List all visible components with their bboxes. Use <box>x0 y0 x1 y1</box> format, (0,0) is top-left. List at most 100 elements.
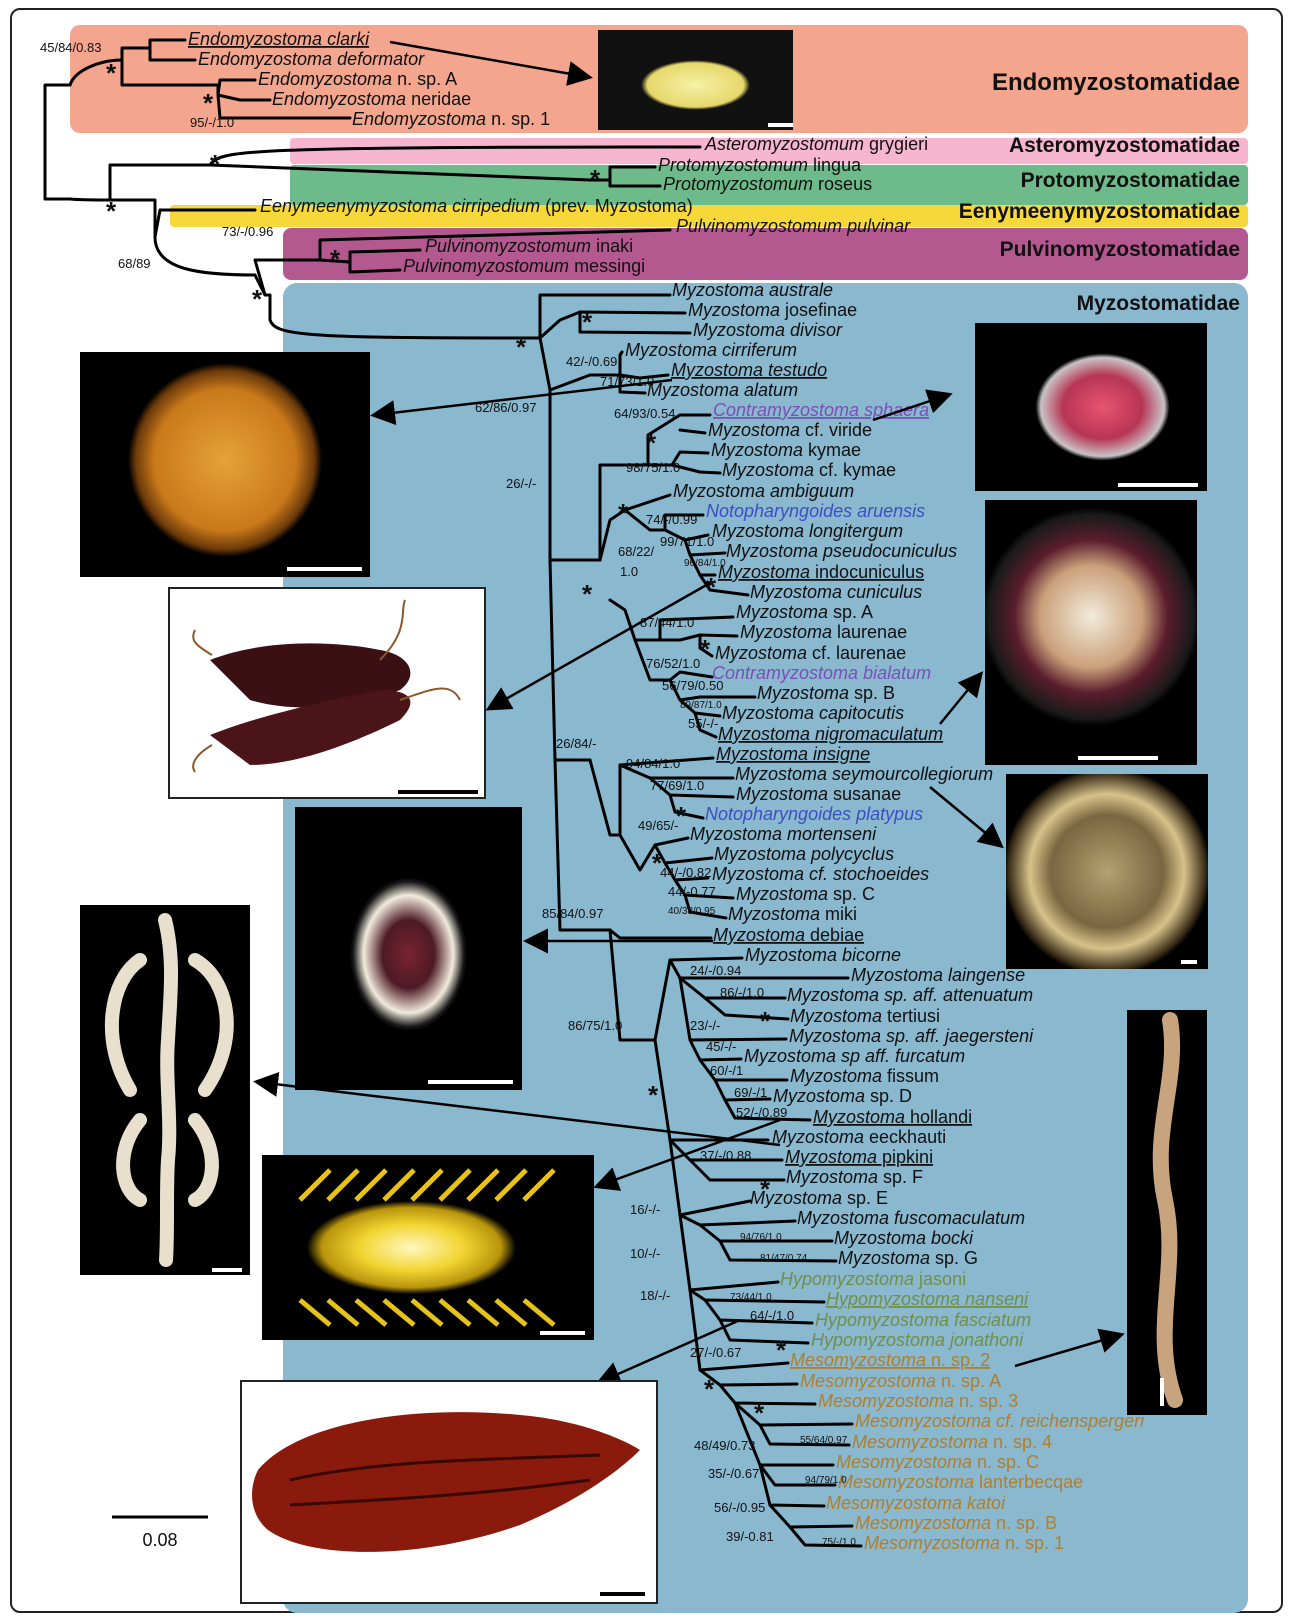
support-value: 45/84/0.83 <box>40 40 101 55</box>
support-value: 96/84/1.0 <box>684 558 726 569</box>
taxon-label: Myzostoma sp. B <box>757 683 895 703</box>
taxon-label: Myzostoma laingense <box>851 965 1025 985</box>
taxon-label: Myzostoma indocuniculus <box>718 562 924 582</box>
strong-support-asterisk: * <box>590 164 601 194</box>
strong-support-asterisk: * <box>652 848 663 878</box>
taxon-label: Myzostoma cirriferum <box>625 340 797 360</box>
support-value: 76/52/1.0 <box>646 656 700 671</box>
taxon-label: Mesomyzostoma lanterbecqae <box>838 1472 1083 1492</box>
strong-support-asterisk: * <box>106 196 117 226</box>
taxon-label: Endomyzostoma n. sp. 1 <box>352 109 550 129</box>
family-label: Myzostomatidae <box>1077 292 1240 315</box>
photo-myzostoma-debiae <box>295 807 522 1090</box>
photo-myzostoma-pipkini <box>80 905 250 1275</box>
support-value: 55/64/0.97 <box>800 1435 848 1446</box>
support-value: 68/89 <box>118 256 151 271</box>
strong-support-asterisk: * <box>754 1398 765 1428</box>
taxon-label: Protomyzostomum lingua <box>658 155 862 175</box>
taxon-label: Myzostoma fissum <box>790 1066 939 1086</box>
strong-support-asterisk: * <box>760 1174 771 1204</box>
tree-branch <box>45 142 70 199</box>
support-value: 37/-/0.88 <box>700 1148 751 1163</box>
strong-support-asterisk: * <box>776 1335 787 1365</box>
support-value: 77/69/1.0 <box>650 778 704 793</box>
taxon-label: Myzostoma cuniculus <box>750 582 922 602</box>
support-value: 99/71/1.0 <box>660 534 714 549</box>
strong-support-asterisk: * <box>760 1006 771 1036</box>
support-value: 81/47/0.74 <box>760 1253 808 1264</box>
strong-support-asterisk: * <box>704 1374 715 1404</box>
support-value: 52/-/0.89 <box>736 1105 787 1120</box>
taxon-label: Notopharyngoides platypus <box>705 804 923 824</box>
taxon-label: Myzostoma sp. aff. jaegersteni <box>789 1026 1034 1046</box>
strong-support-asterisk: * <box>582 579 593 609</box>
taxon-label: Myzostoma cf. laurenae <box>715 643 906 663</box>
photo-myzostoma-indocuniculus <box>168 587 486 799</box>
support-value: 56/79/0.50 <box>662 678 723 693</box>
support-value: 73/44/1.0 <box>730 1292 772 1303</box>
photo-contramyzostoma-sphaera <box>975 323 1207 491</box>
taxon-label: Myzostoma hollandi <box>813 1107 972 1127</box>
taxon-label: Myzostoma ambiguum <box>673 481 854 501</box>
strong-support-asterisk: * <box>582 307 593 337</box>
taxon-label: Myzostoma sp. A <box>736 602 873 622</box>
support-value: 55/-/- <box>688 716 718 731</box>
taxon-label: Mesomyzostoma n. sp. A <box>800 1371 1001 1391</box>
strong-support-asterisk: * <box>330 244 341 274</box>
taxon-label: Myzostoma cf. viride <box>708 420 872 440</box>
photo-hypomyzostoma-nanseni <box>240 1380 658 1604</box>
taxon-label: Asteromyzostomum grygieri <box>704 134 928 154</box>
strong-support-asterisk: * <box>252 284 263 314</box>
support-value: 44/-/0.82 <box>660 865 711 880</box>
support-value: 27/-/0.67 <box>690 1345 741 1360</box>
taxon-label: Myzostoma mortenseni <box>690 824 877 844</box>
taxon-label: Mesomyzostoma cf. reichenspergeri <box>855 1411 1145 1431</box>
taxon-label: Notopharyngoides aruensis <box>706 501 925 521</box>
taxon-label: Myzostoma sp aff. furcatum <box>744 1046 965 1066</box>
support-value: 48/49/0.73 <box>694 1438 755 1453</box>
support-value: 85/84/0.97 <box>542 906 603 921</box>
taxon-label: Mesomyzostoma n. sp. 1 <box>864 1533 1064 1553</box>
support-value: 64/-/1.0 <box>750 1308 794 1323</box>
support-value: 56/-/0.95 <box>714 1500 765 1515</box>
taxon-label: Myzostoma sp. D <box>773 1086 912 1106</box>
taxon-label: Myzostoma cf. kymae <box>722 460 896 480</box>
support-value: 16/-/- <box>630 1202 660 1217</box>
taxon-label: Myzostoma fuscomaculatum <box>797 1208 1025 1228</box>
taxon-label: Mesomyzostoma n. sp. 2 <box>790 1350 990 1370</box>
taxon-label: Myzostoma laurenae <box>740 622 907 642</box>
taxon-label: Myzostoma miki <box>728 904 857 924</box>
strong-support-asterisk: * <box>516 332 527 362</box>
taxon-label: Myzostoma seymourcollegiorum <box>735 764 993 784</box>
tree-scale-label: 0.08 <box>142 1530 177 1550</box>
strong-support-asterisk: * <box>210 149 221 179</box>
taxon-label: Myzostoma pseudocuniculus <box>726 541 957 561</box>
photo-myzostoma-nigromaculatum <box>985 500 1197 765</box>
taxon-label: Endomyzostoma neridae <box>272 89 471 109</box>
taxon-label: Myzostoma alatum <box>647 380 798 400</box>
support-value: 86/75/1.0 <box>568 1018 622 1033</box>
family-label: Asteromyzostomatidae <box>1009 134 1240 157</box>
support-value: 42/-/0.69 <box>566 354 617 369</box>
support-value: 10/-/- <box>630 1246 660 1261</box>
photo-myzostoma-testudo <box>80 352 370 577</box>
taxon-label: Myzostoma sp. C <box>736 884 875 904</box>
support-value: 18/-/- <box>640 1288 670 1303</box>
taxon-label: Pulvinomyzostomum inaki <box>425 236 633 256</box>
support-value: 75/-/1.0 <box>822 1537 856 1548</box>
support-value: 35/-/0.67 <box>708 1466 759 1481</box>
support-value: 98/75/1.0 <box>626 460 680 475</box>
taxon-label: Myzostoma nigromaculatum <box>718 724 943 744</box>
support-value: 68/22/ <box>618 544 655 559</box>
taxon-label: Myzostoma insigne <box>716 744 870 764</box>
taxon-label: Myzostoma kymae <box>711 440 861 460</box>
taxon-label: Contramyzostoma bialatum <box>712 663 931 683</box>
support-value: 45/-/- <box>706 1039 736 1054</box>
family-label: Eenymeenymyzostomatidae <box>959 200 1240 223</box>
taxon-label: Protomyzostomum roseus <box>663 174 872 194</box>
taxon-label: Mesomyzostoma n. sp. 3 <box>818 1391 1018 1411</box>
taxon-label: Myzostoma sp. E <box>750 1188 888 1208</box>
photo-mesomyzostoma-n-sp-2 <box>1127 1010 1207 1415</box>
support-value: 40/38/0.95 <box>668 906 716 917</box>
taxon-label: Myzostoma tertiusi <box>790 1006 940 1026</box>
